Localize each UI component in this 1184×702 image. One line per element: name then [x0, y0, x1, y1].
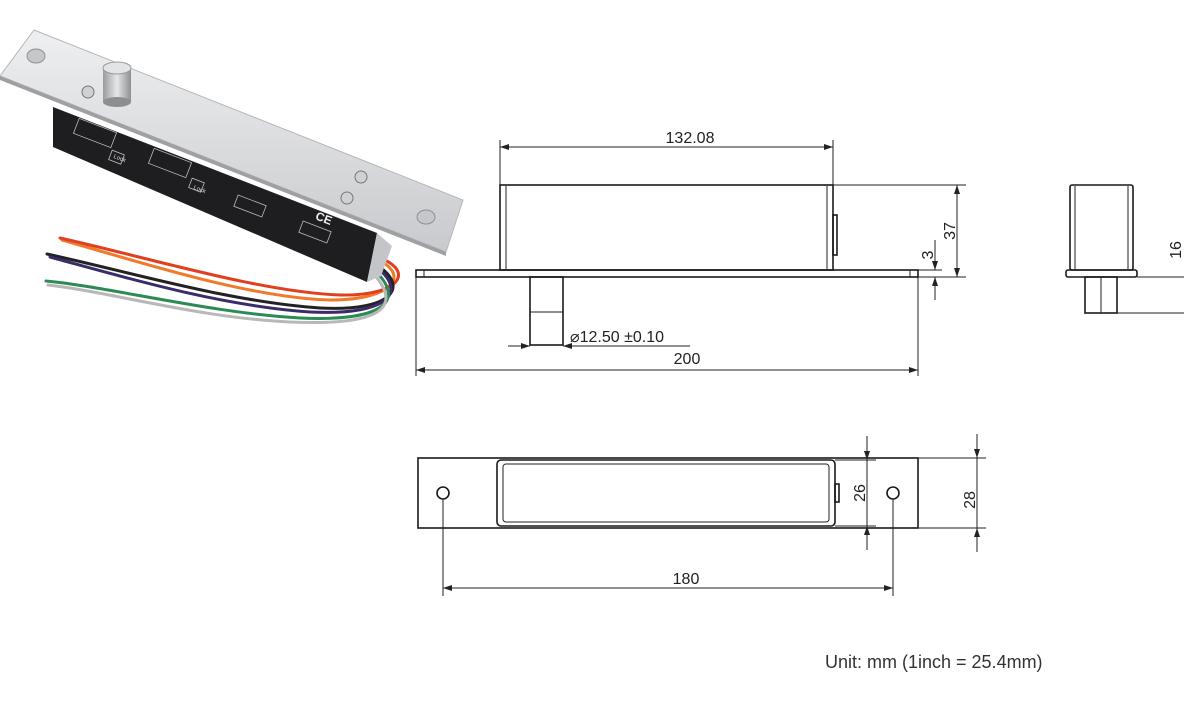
dimension-plate-width: 28	[962, 491, 979, 509]
bolt-pin	[102, 61, 132, 107]
screw	[81, 85, 95, 99]
bolt	[529, 276, 564, 346]
end-view: 16	[1065, 184, 1184, 314]
dimension-total-length: 200	[674, 351, 701, 368]
top-view: 26 28 180	[417, 434, 986, 596]
dimension-bolt-length: 16	[1168, 241, 1184, 259]
lock-label: Lock	[112, 154, 127, 165]
screw-hole	[26, 48, 46, 64]
unit-note: Unit: mm (1inch = 25.4mm)	[825, 652, 1043, 672]
screw	[354, 170, 368, 184]
dimension-plate-thickness: 3	[920, 250, 937, 259]
printed-wiring-diagram	[72, 117, 332, 244]
dimension-body-width: 26	[852, 484, 869, 502]
lock-body	[53, 107, 377, 282]
dimension-height: 37	[942, 222, 959, 240]
ce-mark: CE	[314, 209, 335, 228]
product-photo: Lock Lock CE	[0, 29, 464, 325]
dimension-bolt-diameter: ⌀12.50 ±0.10	[570, 329, 664, 346]
mounting-hole	[886, 486, 900, 500]
dimension-body-length: 132.08	[666, 130, 715, 147]
mounting-hole	[436, 486, 450, 500]
lock-label: Lock	[192, 185, 207, 196]
wires	[44, 236, 400, 325]
side-view: 132.08 37 3 ⌀12.50 ±0.10 200	[415, 130, 966, 376]
dimension-hole-spacing: 180	[673, 571, 700, 588]
screw-hole	[416, 209, 436, 225]
screw	[340, 191, 354, 205]
